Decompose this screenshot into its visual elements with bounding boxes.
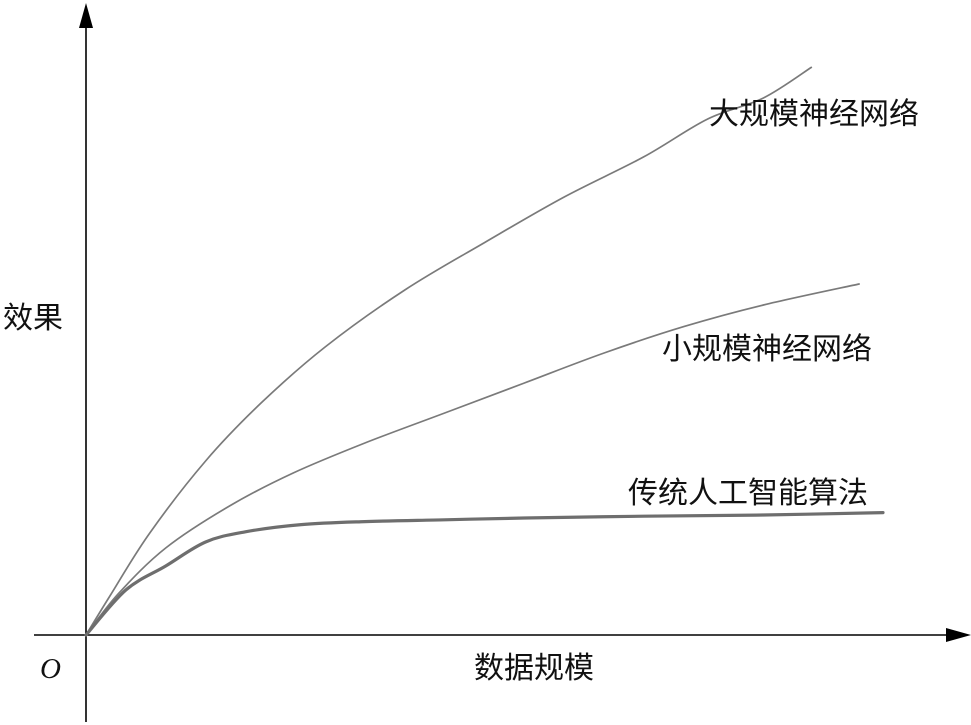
x-axis-label: 数据规模 xyxy=(474,651,594,686)
y-axis-arrow-icon xyxy=(79,3,93,28)
series-line-traditional-ai xyxy=(84,511,885,637)
x-axis-arrow-icon xyxy=(946,628,971,642)
series-line-large-nn xyxy=(85,66,813,636)
series-label-large-nn: 大规模神经网络 xyxy=(709,97,919,132)
series-label-small-nn: 小规模神经网络 xyxy=(662,332,872,367)
series-layer xyxy=(84,66,885,637)
series-label-traditional-ai: 传统人工智能算法 xyxy=(628,476,868,511)
origin-label: O xyxy=(40,653,61,685)
series-line-small-nn xyxy=(85,283,860,636)
y-axis-label: 效果 xyxy=(3,301,63,336)
